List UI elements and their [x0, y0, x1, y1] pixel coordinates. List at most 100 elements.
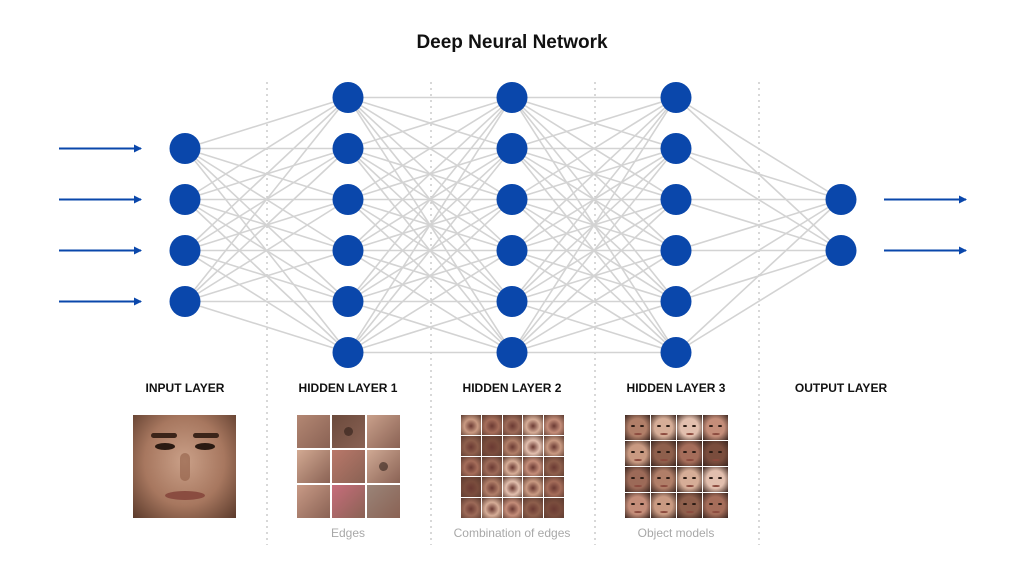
connection-l1-n2-to-l2-n0 [347, 96, 513, 201]
connection-l3-n0-to-l4-n0 [675, 96, 842, 201]
connection-l3-n5-to-l4-n0 [675, 198, 842, 354]
connection-l2-n5-to-l3-n4 [511, 300, 677, 354]
connection-l3-n3-to-l4-n0 [675, 198, 842, 252]
node-layer1-4 [332, 235, 364, 266]
face-feature [711, 432, 720, 435]
facial-part-patch [544, 498, 564, 518]
face-model-tile [651, 441, 676, 466]
node-layer1-3 [332, 184, 364, 215]
node-layer2-6 [496, 337, 528, 368]
facial-part-patch [523, 477, 544, 498]
face-model-tile [703, 415, 728, 440]
face-feature [692, 450, 696, 453]
hidden1-edge-patches-image [297, 415, 400, 518]
face-feature [711, 484, 720, 487]
face-feature [709, 476, 713, 479]
face-feature [711, 458, 720, 461]
facial-part-patch [461, 435, 481, 456]
face-model-tile [651, 467, 676, 492]
face-model-tile [677, 441, 702, 466]
face-model-tile [677, 467, 702, 492]
edge-patch [332, 415, 365, 448]
face-feature [659, 432, 668, 435]
connection-l0-n2-to-l1-n0 [184, 96, 349, 252]
facial-part-patch [502, 435, 523, 456]
face-feature [640, 450, 644, 453]
node-layer1-6 [332, 337, 364, 368]
face-feature [631, 450, 635, 453]
connection-l2-n5-to-l3-n2 [511, 198, 677, 354]
facial-part-patch [481, 477, 502, 498]
node-layer3-3 [660, 184, 692, 215]
facial-part-patch [544, 456, 564, 477]
face-feature [709, 450, 713, 453]
node-layer3-1 [660, 82, 692, 113]
eye-fragment [378, 461, 389, 472]
facial-part-patch [502, 415, 523, 435]
face-feature [657, 450, 661, 453]
face-model-tile [703, 441, 728, 466]
face-feature [692, 476, 696, 479]
face-feature [718, 502, 722, 505]
face-feature [666, 424, 670, 427]
face-feature [657, 476, 661, 479]
connection-l2-n4-to-l3-n0 [511, 96, 677, 303]
connection-l0-n3-to-l1-n3 [184, 249, 349, 303]
label-hidden-layer-2: HIDDEN LAYER 2 [462, 381, 562, 395]
caption-hidden-layer-3: Object models [637, 526, 715, 540]
node-layer0-4 [169, 286, 201, 317]
face-feature [666, 450, 670, 453]
connection-l2-n2-to-l3-n0 [511, 96, 677, 201]
node-layer4-1 [825, 184, 857, 215]
face-feature [657, 424, 661, 427]
face-model-tile [625, 467, 650, 492]
face-feature [685, 432, 694, 435]
node-layer2-2 [496, 133, 528, 164]
facial-part-patch [523, 415, 544, 435]
facial-part-patch [544, 477, 564, 498]
face-feature [633, 458, 642, 461]
edge-patch [367, 415, 400, 448]
face-model-tile [703, 467, 728, 492]
edge-patch [297, 450, 330, 483]
facial-part-patch [523, 498, 544, 518]
face-model-tile [625, 441, 650, 466]
facial-part-patch [523, 456, 544, 477]
edge-patch [332, 450, 365, 483]
face-feature [666, 476, 670, 479]
facial-part-patch [461, 415, 481, 435]
node-layer1-5 [332, 286, 364, 317]
face-feature [692, 502, 696, 505]
node-layer3-5 [660, 286, 692, 317]
label-output-layer: OUTPUT LAYER [794, 381, 888, 395]
connection-l3-n4-to-l4-n0 [675, 198, 842, 303]
face-feature [640, 502, 644, 505]
face-feature [633, 484, 642, 487]
face-model-tile [625, 493, 650, 518]
facial-part-patch [481, 435, 502, 456]
face-model-tile [703, 493, 728, 518]
facial-part-patch [502, 456, 523, 477]
edge-patch [297, 415, 330, 448]
face-feature [709, 424, 713, 427]
face-feature [685, 484, 694, 487]
facial-part-patch [461, 498, 481, 518]
facial-part-patch [502, 498, 523, 518]
connection-l1-n3-to-l2-n0 [347, 96, 513, 252]
facial-part-patch [502, 477, 523, 498]
connection-l1-n1-to-l2-n0 [347, 96, 513, 150]
node-layer1-1 [332, 82, 364, 113]
connection-l0-n3-to-l1-n5 [184, 300, 349, 354]
node-layer3-4 [660, 235, 692, 266]
face-feature [709, 502, 713, 505]
caption-hidden-layer-2: Combination of edges [453, 526, 571, 540]
node-layer3-2 [660, 133, 692, 164]
connection-l1-n5-to-l2-n2 [347, 198, 513, 354]
face-feature [633, 432, 642, 435]
connection-l1-n4-to-l2-n0 [347, 96, 513, 303]
edge-patch [367, 485, 400, 518]
connection-l2-n5-to-l3-n1 [511, 147, 677, 354]
label-hidden-layer-3: HIDDEN LAYER 3 [626, 381, 726, 395]
connection-l1-n5-to-l2-n3 [347, 249, 513, 354]
